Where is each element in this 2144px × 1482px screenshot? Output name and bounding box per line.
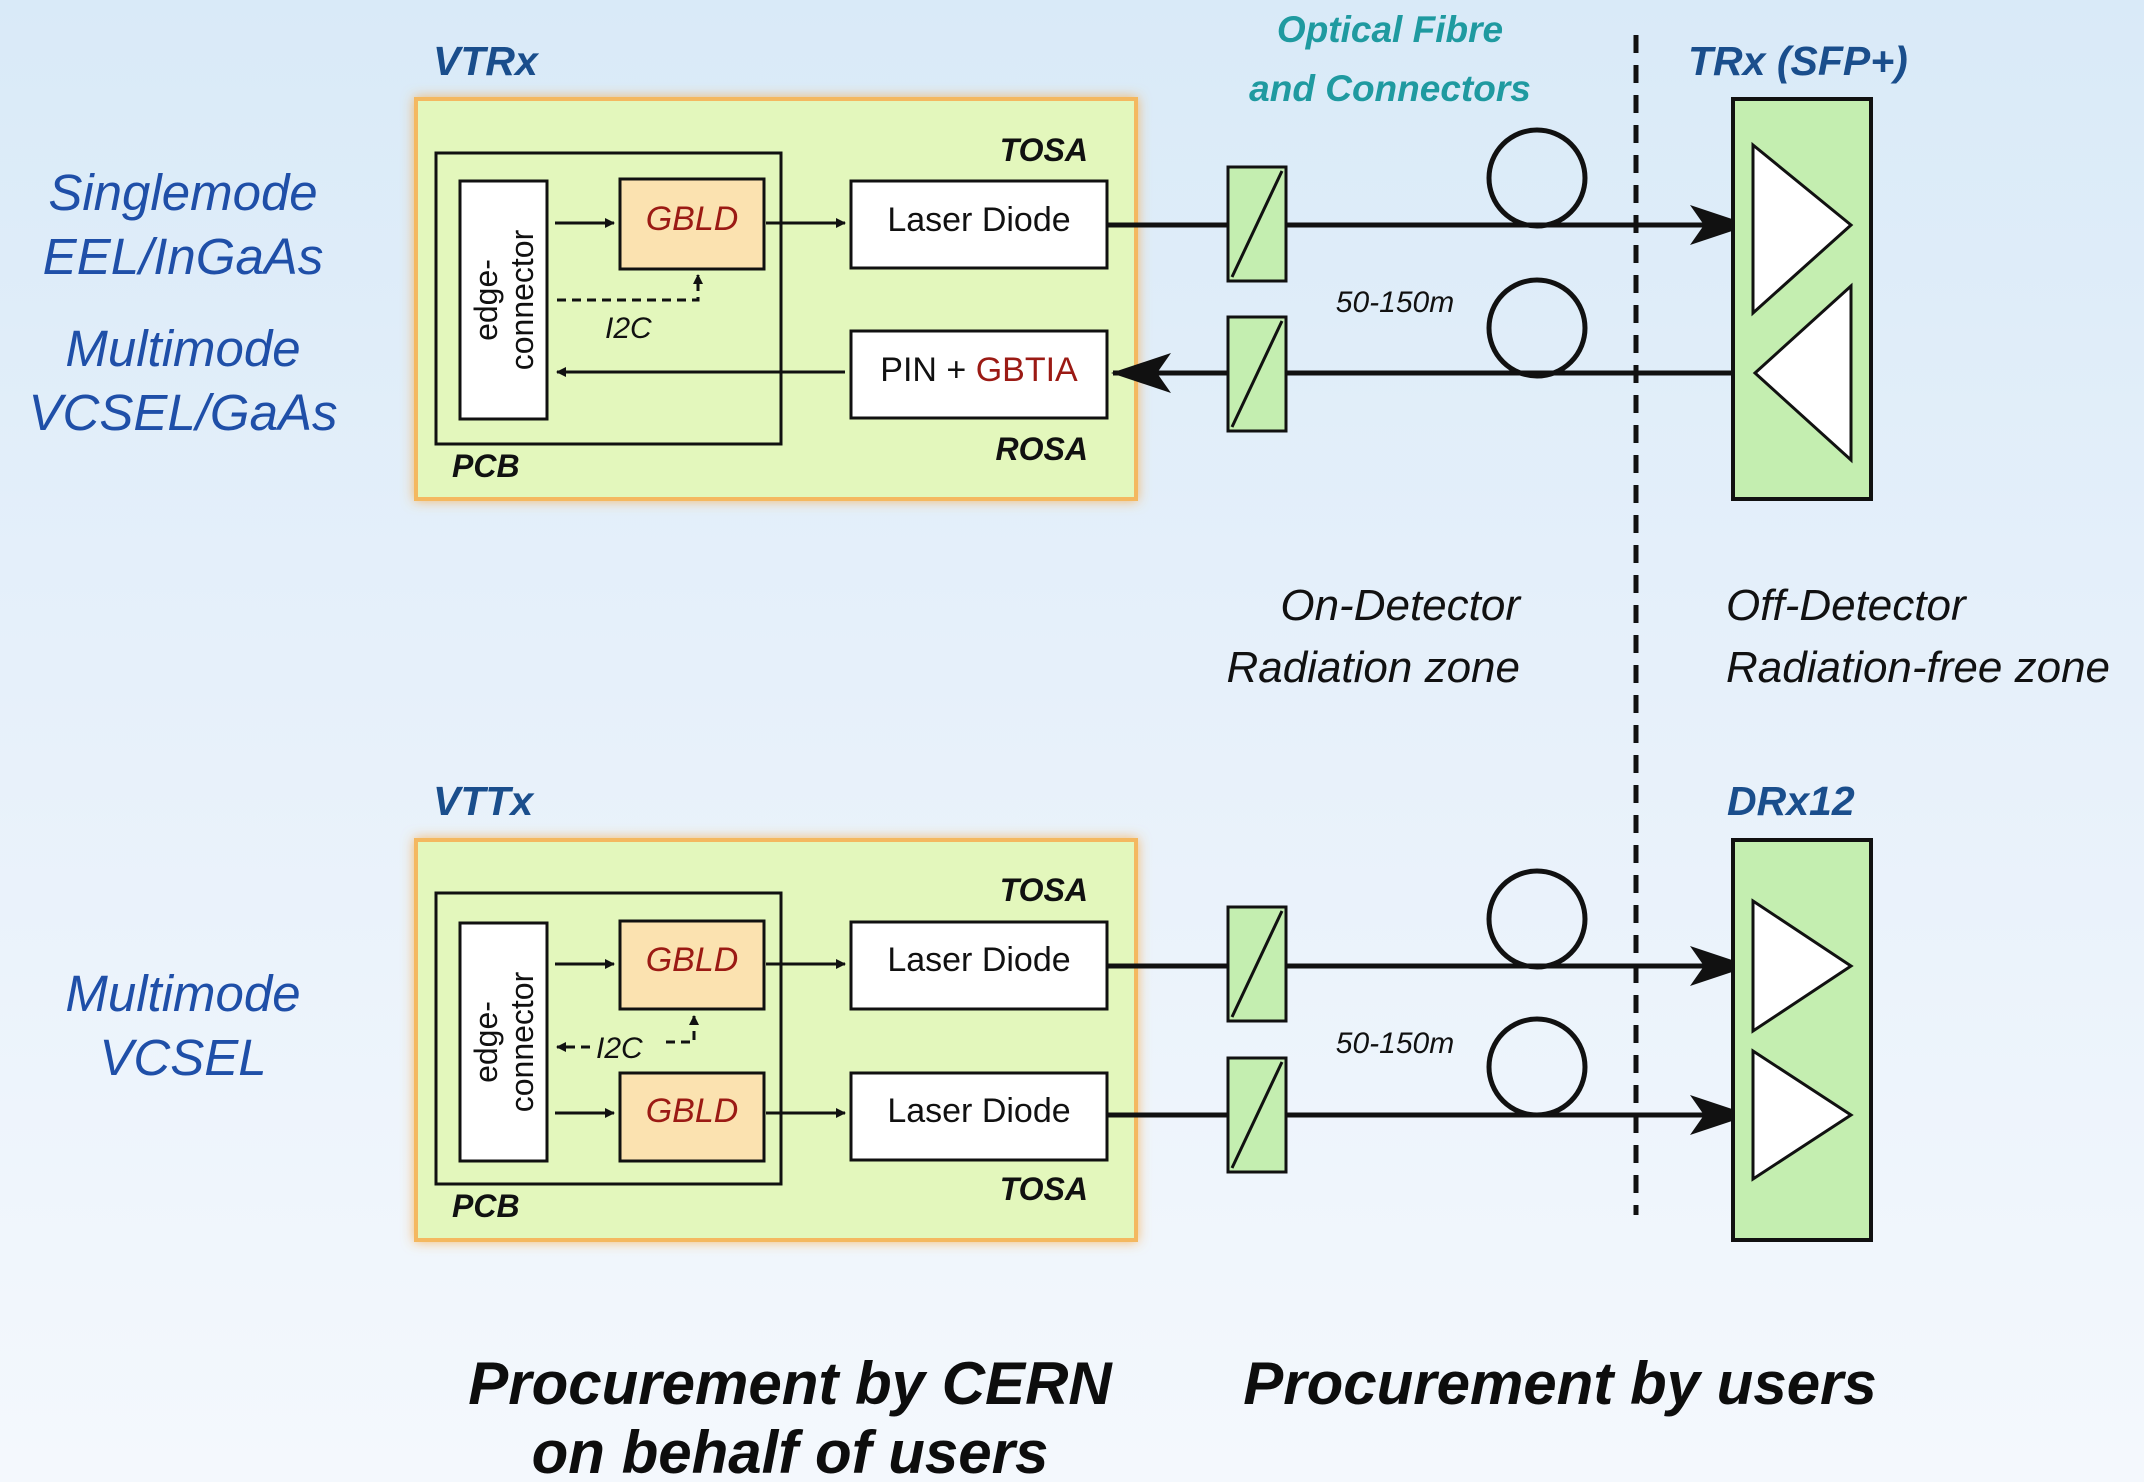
vttx-tosa-top-label: TOSA — [1000, 872, 1088, 908]
vttx-laser-diode-2-box — [849, 1071, 1109, 1162]
vtrx-edge-connector-label-2: connector — [504, 229, 540, 370]
trx-receiver-triangle — [1751, 141, 1854, 317]
multimode-bottom-label-2: VCSEL — [99, 1029, 266, 1086]
multimode-top-label-2: VCSEL/GaAs — [29, 384, 338, 441]
vttx-edge-connector-label-2: connector — [504, 971, 540, 1112]
fibre-coil-1 — [1486, 127, 1588, 229]
fibre-coil-2 — [1486, 277, 1588, 379]
connector-3 — [1226, 905, 1288, 1023]
vttx-title: VTTx — [433, 778, 535, 824]
vttx-edge-connector — [458, 921, 549, 1163]
off-detector-label-1: Off-Detector — [1726, 581, 1968, 630]
vttx-laser-diode-1-label: Laser Diode — [887, 941, 1070, 979]
vttx-laser-diode-2-label: Laser Diode — [887, 1092, 1070, 1130]
trx-title: TRx (SFP+) — [1688, 38, 1908, 84]
drx12-title: DRx12 — [1727, 778, 1855, 824]
vttx-tosa-bottom-label: TOSA — [1000, 1171, 1088, 1207]
procurement-users: Procurement by users — [1243, 1350, 1877, 1417]
vttx-gbld-2-box — [618, 1071, 766, 1163]
vtrx-i2c-arrow — [557, 274, 703, 302]
fibre-length-bottom: 50-150m — [1336, 1027, 1454, 1060]
drx12-triangle-2 — [1751, 1048, 1854, 1182]
gbtia-text: GBTIA — [976, 351, 1078, 389]
multimode-top-label-1: Multimode — [65, 320, 300, 377]
vtrx-edge-connector-label-1: edge- — [468, 259, 504, 341]
fibre-coil-4 — [1486, 1016, 1588, 1118]
vtrx-i2c-label: I2C — [605, 312, 652, 345]
singlemode-label-1: Singlemode — [48, 164, 317, 221]
vtrx-tosa-label: TOSA — [1000, 132, 1088, 168]
vttx-i2c-arrow-up — [666, 1015, 699, 1044]
pin-text: PIN + — [880, 351, 975, 389]
vttx-pcb — [434, 891, 783, 1186]
vtrx-laser-diode-box — [849, 179, 1109, 270]
connector-2 — [1226, 315, 1288, 433]
vtrx-laser-diode-label: Laser Diode — [887, 201, 1070, 239]
fibre-title-1: Optical Fibre — [1277, 9, 1503, 50]
vttx-gbld-1-label: GBLD — [646, 941, 739, 979]
fibre-title-2: and Connectors — [1249, 68, 1531, 109]
vtrx-pcb-label: PCB — [452, 448, 520, 484]
vttx-pcb-label: PCB — [452, 1188, 520, 1224]
on-detector-label-2: Radiation zone — [1226, 643, 1520, 692]
vtrx-pin-gbtia-label: PIN + GBTIA — [880, 351, 1078, 389]
multimode-bottom-label-1: Multimode — [65, 965, 300, 1022]
fibre-coil-3 — [1486, 868, 1588, 970]
vttx-laser-diode-1-box — [849, 920, 1109, 1011]
vtrx-title: VTRx — [433, 38, 540, 84]
singlemode-label-2: EEL/InGaAs — [43, 228, 324, 285]
on-detector-label-1: On-Detector — [1280, 581, 1522, 630]
connector-4 — [1226, 1056, 1288, 1174]
fibre-length-top: 50-150m — [1336, 286, 1454, 319]
vtrx-edge-connector — [458, 179, 549, 421]
vttx-i2c-label: I2C — [596, 1032, 643, 1065]
vtrx-pin-gbtia-box — [849, 329, 1109, 420]
vtrx-rosa-label: ROSA — [996, 431, 1088, 467]
procurement-cern-2: on behalf of users — [532, 1419, 1049, 1482]
vtrx-pcb — [434, 151, 783, 446]
drx12-triangle-1 — [1751, 898, 1854, 1034]
vtrx-gbld-label: GBLD — [646, 200, 739, 238]
off-detector-label-2: Radiation-free zone — [1726, 643, 2110, 692]
vtrx-gbld-box — [618, 177, 766, 271]
vttx-edge-connector-label-1: edge- — [468, 1001, 504, 1083]
trx-transmitter-triangle — [1752, 282, 1853, 464]
procurement-cern-1: Procurement by CERN — [468, 1350, 1113, 1417]
vttx-gbld-1-box — [618, 919, 766, 1011]
connector-1 — [1226, 165, 1288, 283]
vttx-gbld-2-label: GBLD — [646, 1092, 739, 1130]
